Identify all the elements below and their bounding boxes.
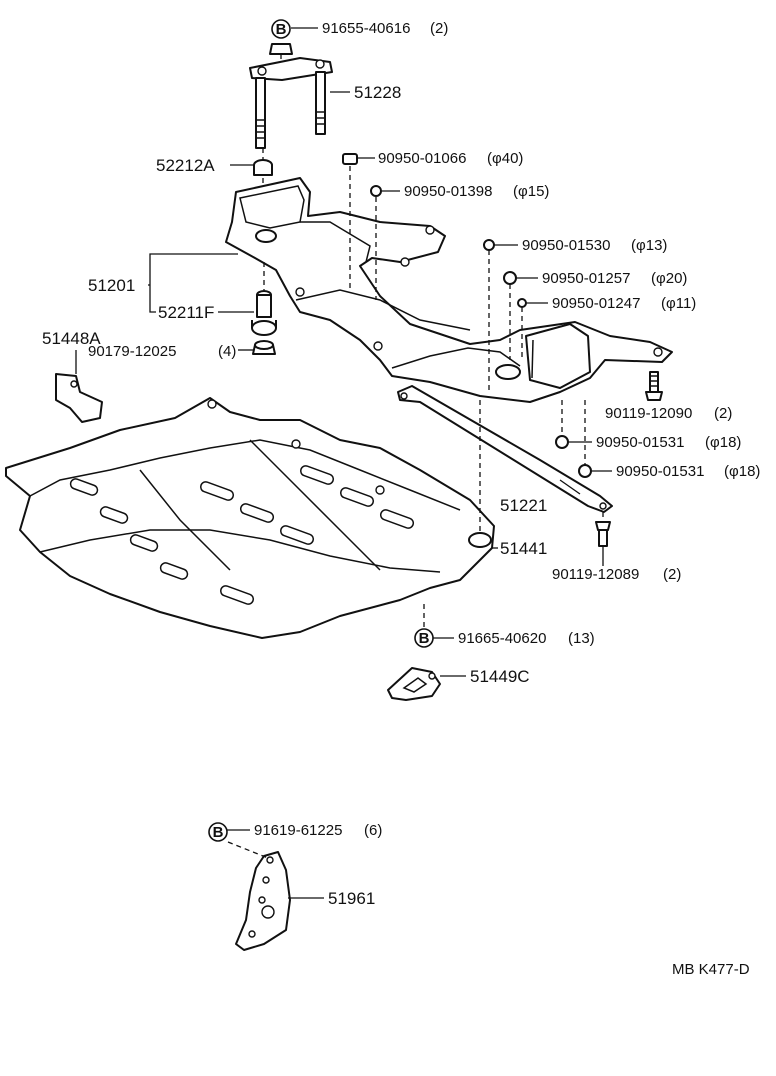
badge-b-1: B: [271, 19, 291, 39]
leader-lines: [148, 27, 612, 899]
subframe-51201: [225, 177, 673, 403]
qty-90119-12089: (2): [663, 566, 681, 583]
part-labels: 91655-40616 (2) 51228 52212A 90950-01066…: [42, 20, 760, 978]
label-91665-40620: 91665-40620: [458, 630, 546, 647]
size-90950-01066: (φ40): [487, 150, 523, 167]
size-90950-01247: (φ11): [661, 295, 696, 312]
badge-b-1-letter: B: [276, 21, 287, 38]
qty-91655-40616: (2): [430, 20, 448, 37]
badge-b-3: B: [208, 822, 228, 842]
badge-b-3-letter: B: [213, 824, 224, 841]
label-90950-01398: 90950-01398: [404, 183, 492, 200]
label-90950-01531-b: 90950-01531: [616, 463, 704, 480]
qty-91665-40620: (13): [568, 630, 595, 647]
label-90950-01531-a: 90950-01531: [596, 434, 684, 451]
label-90179-12025: 90179-12025: [88, 343, 176, 360]
size-90950-01398: (φ15): [513, 183, 549, 200]
label-51228: 51228: [354, 83, 401, 102]
badge-b-2-letter: B: [419, 630, 430, 647]
label-90950-01066: 90950-01066: [378, 150, 466, 167]
label-52211F: 52211F: [158, 303, 214, 322]
plug-90950-01531-a: [555, 400, 569, 449]
undercover-51441: [5, 397, 495, 639]
size-90950-01257: (φ20): [651, 270, 687, 287]
label-51449C: 51449C: [470, 667, 530, 686]
undercover-slots: [69, 465, 415, 605]
nut-90179-12025: [252, 340, 276, 355]
bolt-90119-12090: [645, 371, 663, 401]
label-52212A: 52212A: [156, 156, 215, 175]
label-90950-01257: 90950-01257: [542, 270, 630, 287]
label-90950-01247: 90950-01247: [552, 295, 640, 312]
plug-90950-01257: [503, 271, 517, 360]
plug-90950-01066: [342, 153, 358, 290]
size-90950-01530: (φ13): [631, 237, 667, 254]
bolt-91655-40616: [269, 43, 293, 62]
label-51221: 51221: [500, 496, 547, 515]
bolt-90119-12089: [595, 512, 611, 547]
brace-51221: [397, 385, 613, 513]
badge-b-2: B: [414, 628, 434, 648]
size-90950-01531-a: (φ18): [705, 434, 741, 451]
label-91619-61225: 91619-61225: [254, 822, 342, 839]
plug-90950-01531-b: [578, 400, 592, 478]
bracket-51228: [249, 57, 333, 149]
label-90119-12089: 90119-12089: [552, 566, 639, 583]
cushion-52211F: [251, 262, 277, 336]
plug-90950-01530: [483, 239, 495, 392]
size-90950-01531-b: (φ18): [724, 463, 760, 480]
clip-51449C: [387, 667, 441, 701]
label-51961: 51961: [328, 889, 375, 908]
qty-91619-61225: (6): [364, 822, 382, 839]
diagram-code: MB K477-D: [672, 961, 750, 978]
label-51448A: 51448A: [42, 329, 101, 348]
qty-90119-12090: (2): [714, 405, 732, 422]
bracket-51448A: [55, 350, 103, 423]
label-90119-12090: 90119-12090: [605, 405, 692, 422]
label-91655-40616: 91655-40616: [322, 20, 410, 37]
plate-51961: [227, 841, 291, 951]
label-90950-01530: 90950-01530: [522, 237, 610, 254]
label-51201: 51201: [88, 276, 135, 295]
qty-90179-12025: (4): [218, 343, 236, 360]
label-51441: 51441: [500, 539, 547, 558]
